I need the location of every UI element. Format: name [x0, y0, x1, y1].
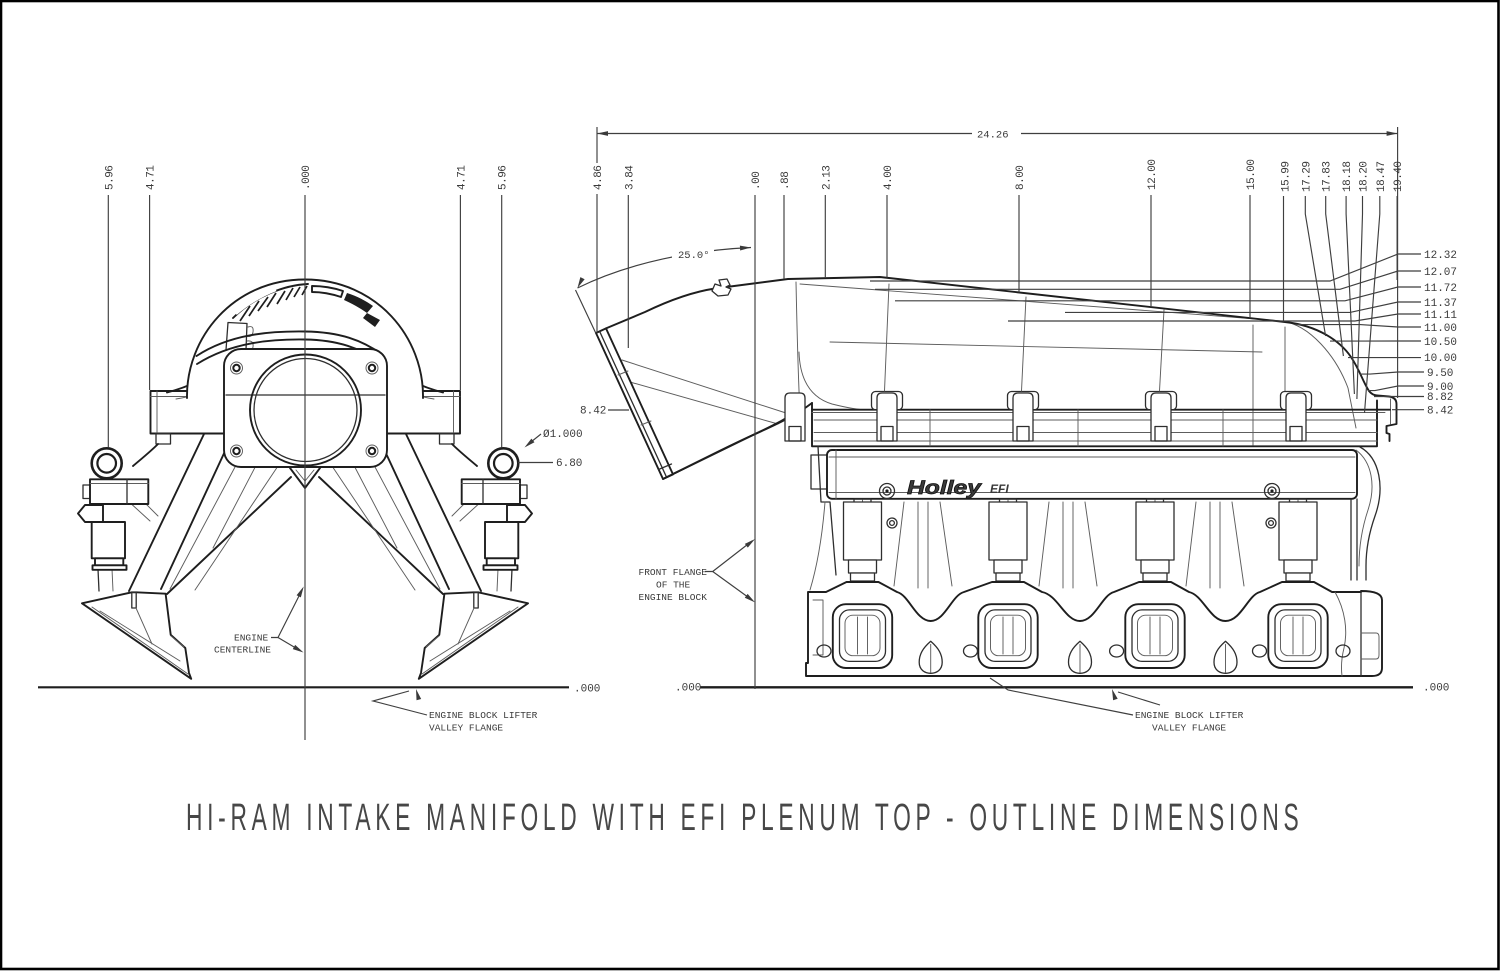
- svg-text:24.26: 24.26: [977, 130, 1009, 142]
- svg-text:VALLEY FLANGE: VALLEY FLANGE: [429, 723, 503, 734]
- svg-text:5.96: 5.96: [498, 166, 510, 190]
- svg-text:OF THE: OF THE: [656, 580, 691, 591]
- svg-text:25.0°: 25.0°: [678, 250, 710, 262]
- svg-text:2.13: 2.13: [821, 166, 833, 190]
- svg-text:3.84: 3.84: [624, 165, 636, 190]
- svg-text:FRONT FLANGE: FRONT FLANGE: [639, 567, 708, 578]
- svg-text:10.50: 10.50: [1424, 337, 1457, 349]
- svg-text:ENGINE BLOCK LIFTER: ENGINE BLOCK LIFTER: [1135, 710, 1244, 721]
- svg-text:12.07: 12.07: [1424, 267, 1457, 279]
- svg-text:19.40: 19.40: [1393, 161, 1405, 192]
- svg-text:11.72: 11.72: [1424, 283, 1457, 295]
- svg-text:.88: .88: [780, 172, 792, 190]
- svg-text:8.00: 8.00: [1015, 166, 1027, 190]
- svg-text:VALLEY FLANGE: VALLEY FLANGE: [1152, 723, 1226, 734]
- svg-text:18.18: 18.18: [1342, 161, 1354, 192]
- svg-text:18.20: 18.20: [1359, 161, 1371, 192]
- svg-text:15.99: 15.99: [1280, 161, 1292, 192]
- svg-text:ENGINE: ENGINE: [234, 633, 269, 644]
- svg-text:.000: .000: [675, 683, 701, 695]
- svg-text:15.00: 15.00: [1246, 159, 1258, 190]
- svg-text:4.86: 4.86: [593, 166, 605, 190]
- svg-text:11.00: 11.00: [1424, 323, 1457, 335]
- svg-text:9.50: 9.50: [1427, 368, 1453, 380]
- svg-text:EFI: EFI: [990, 482, 1009, 496]
- svg-text:.000: .000: [301, 166, 313, 190]
- svg-text:.000: .000: [574, 683, 600, 695]
- svg-text:17.29: 17.29: [1301, 161, 1313, 192]
- svg-text:ENGINE BLOCK: ENGINE BLOCK: [639, 592, 708, 603]
- svg-text:11.11: 11.11: [1424, 310, 1457, 322]
- svg-text:Holley: Holley: [907, 478, 983, 499]
- svg-text:4.71: 4.71: [146, 165, 158, 190]
- svg-text:6.80: 6.80: [556, 458, 582, 470]
- svg-text:8.82: 8.82: [1427, 392, 1453, 404]
- svg-text:4.71: 4.71: [456, 165, 468, 190]
- svg-text:ENGINE BLOCK LIFTER: ENGINE BLOCK LIFTER: [429, 710, 538, 721]
- svg-text:11.37: 11.37: [1424, 298, 1457, 310]
- svg-text:5.96: 5.96: [104, 166, 116, 190]
- svg-text:.00: .00: [751, 172, 763, 190]
- svg-text:9.00: 9.00: [1427, 382, 1453, 394]
- svg-text:CENTERLINE: CENTERLINE: [214, 645, 271, 656]
- svg-text:12.00: 12.00: [1147, 159, 1159, 190]
- svg-text:10.00: 10.00: [1424, 353, 1457, 365]
- svg-text:.000: .000: [1423, 683, 1449, 695]
- svg-text:4.00: 4.00: [883, 166, 895, 190]
- svg-text:Ø1.000: Ø1.000: [543, 429, 583, 441]
- svg-text:HI-RAM INTAKE MANIFOLD WITH EF: HI-RAM INTAKE MANIFOLD WITH EFI PLENUM T…: [186, 796, 1300, 838]
- svg-text:17.83: 17.83: [1322, 161, 1334, 192]
- svg-text:12.32: 12.32: [1424, 250, 1457, 262]
- svg-text:8.42: 8.42: [580, 406, 606, 418]
- svg-text:8.42: 8.42: [1427, 406, 1453, 418]
- svg-text:18.47: 18.47: [1376, 161, 1388, 192]
